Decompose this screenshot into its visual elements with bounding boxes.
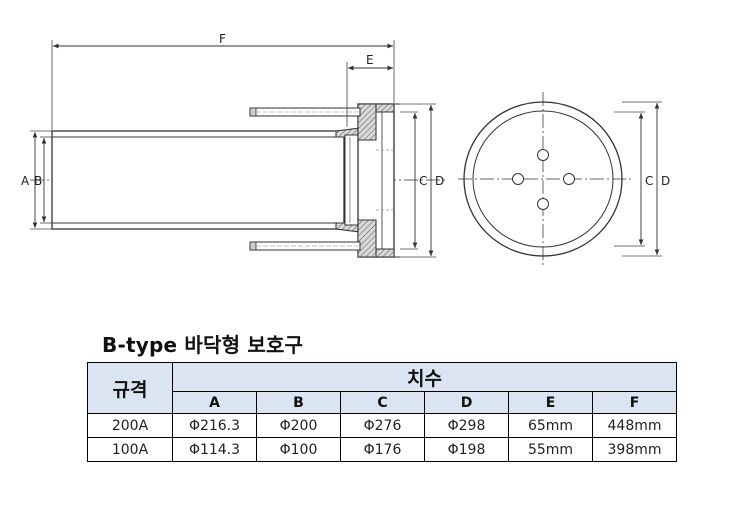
cell-c: Φ176 [340, 437, 425, 462]
cell-d: Φ198 [424, 437, 509, 462]
header-col-d: D [424, 391, 509, 414]
row-spec: 100A [87, 437, 173, 462]
dimension-f-label: F [219, 32, 226, 46]
cell-d: Φ298 [424, 413, 509, 438]
cell-f: 448mm [592, 413, 677, 438]
pipe-body [51, 130, 345, 230]
dimension-c-label: C [419, 174, 427, 188]
end-dimension-d-label: D [661, 174, 670, 188]
technical-drawing: F E A B C D [21, 32, 670, 268]
product-title: B-type 바닥형 보호구 [102, 333, 304, 357]
flange-hatch-top [357, 103, 377, 141]
flange-inner-circle [472, 110, 614, 248]
dimension-d-label: D [435, 174, 444, 188]
flange-hatch-bottom [357, 219, 377, 258]
cell-f: 398mm [592, 437, 677, 462]
table-column-row: A B C D E F [88, 391, 677, 414]
header-col-c: C [340, 391, 425, 414]
row-spec: 200A [87, 413, 173, 438]
flange-outer-circle [463, 101, 623, 257]
bolt-hole-right [563, 173, 575, 185]
dimension-a-label: A [21, 174, 30, 188]
cell-e: 65mm [508, 413, 593, 438]
header-dimensions: 치수 [172, 362, 677, 392]
bolt-hole-left [512, 173, 524, 185]
dimension-e-label: E [366, 53, 374, 67]
bolt-top [249, 107, 361, 117]
end-view: C D [458, 92, 670, 268]
header-col-f: F [592, 391, 677, 414]
dimension-b-label: B [34, 174, 42, 188]
cell-b: Φ200 [256, 413, 341, 438]
table-header-row: 규격 치수 [87, 362, 677, 414]
cell-e: 55mm [508, 437, 593, 462]
table-row: 100A Φ114.3 Φ100 Φ176 Φ198 55mm 398mm [87, 437, 677, 462]
header-col-b: B [256, 391, 341, 414]
bolt-hole-top [537, 149, 549, 161]
header-spec: 규격 [87, 362, 173, 414]
cell-c: Φ276 [340, 413, 425, 438]
bolt-bottom [249, 241, 361, 251]
spec-table: 규격 치수 A B C D E F 200A Φ216.3 Φ200 Φ276 … [87, 362, 677, 462]
cell-a: Φ216.3 [172, 413, 257, 438]
end-dimension-c-label: C [645, 174, 653, 188]
cell-a: Φ114.3 [172, 437, 257, 462]
cell-b: Φ100 [256, 437, 341, 462]
table-row: 200A Φ216.3 Φ200 Φ276 Φ298 65mm 448mm [87, 413, 677, 438]
side-view: F E A B C D [21, 32, 445, 258]
header-col-e: E [508, 391, 593, 414]
header-col-a: A [172, 391, 257, 414]
bolt-hole-bottom [537, 198, 549, 210]
